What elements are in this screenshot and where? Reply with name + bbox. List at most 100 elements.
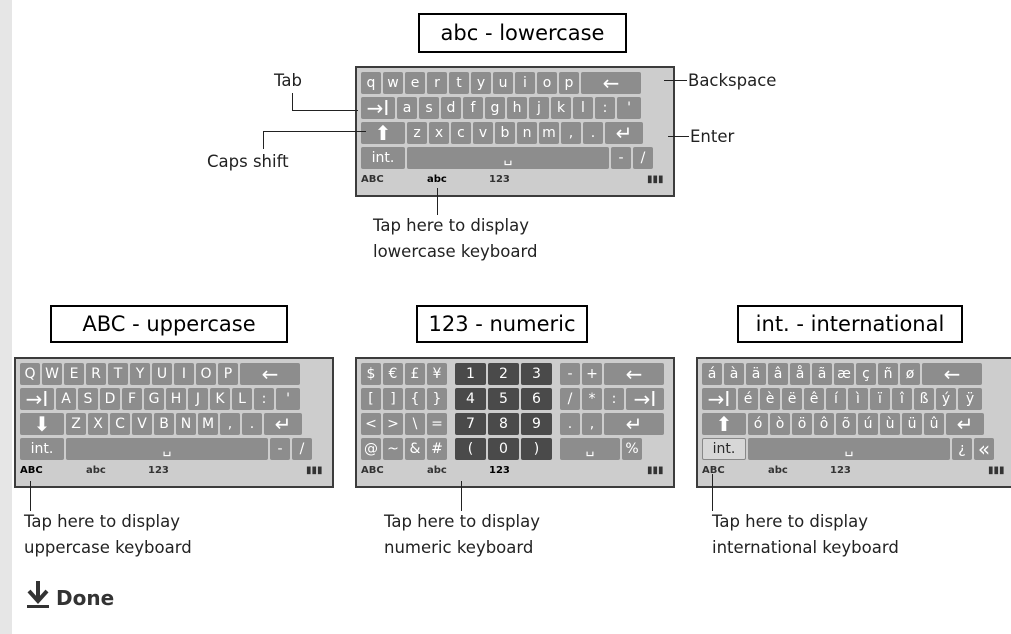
numeric-key-r3-8[interactable]: .: [560, 413, 580, 435]
lowercase-keyboard-grip-icon[interactable]: ▮▮▮: [647, 174, 664, 185]
lowercase-key-r2-5[interactable]: f: [463, 97, 483, 119]
numeric-backspace-key[interactable]: ←: [604, 363, 664, 385]
international-key-r1-2[interactable]: à: [724, 363, 744, 385]
numeric-key-r2-10[interactable]: :: [604, 388, 624, 410]
lowercase-key-r1-4[interactable]: r: [427, 72, 447, 94]
international-backspace-key[interactable]: ←: [922, 363, 982, 385]
uppercase-int-key[interactable]: int.: [20, 438, 64, 460]
lowercase-key-r1-6[interactable]: y: [471, 72, 491, 94]
numeric-key-r4-1[interactable]: @: [361, 438, 381, 460]
international-int-key[interactable]: int.: [702, 438, 746, 460]
numeric-key-r3-4[interactable]: =: [427, 413, 447, 435]
uppercase-key-r3-6[interactable]: B: [154, 413, 174, 435]
lowercase-key-r2-12[interactable]: ': [617, 97, 641, 119]
uppercase-key-r2-11[interactable]: :: [254, 388, 274, 410]
international-key-r3-9[interactable]: ü: [902, 413, 922, 435]
international-key-r4-3[interactable]: ¿: [952, 438, 972, 460]
uppercase-key-r1-9[interactable]: O: [196, 363, 216, 385]
uppercase-key-r1-10[interactable]: P: [218, 363, 238, 385]
lowercase-key-r1-7[interactable]: u: [493, 72, 513, 94]
numeric-key-r4-2[interactable]: ~: [383, 438, 403, 460]
uppercase-key-r2-5[interactable]: F: [122, 388, 142, 410]
numeric-key-r3-7[interactable]: 9: [521, 413, 552, 435]
numeric-key-r1-7[interactable]: 3: [521, 363, 552, 385]
lowercase-tab-key[interactable]: →I: [361, 97, 395, 119]
lowercase-key-r2-9[interactable]: k: [551, 97, 571, 119]
lowercase-key-r1-2[interactable]: w: [383, 72, 403, 94]
international-key-r2-11[interactable]: ý: [936, 388, 956, 410]
uppercase-key-r3-9[interactable]: ,: [220, 413, 240, 435]
uppercase-key-r2-8[interactable]: J: [188, 388, 208, 410]
lowercase-key-r4-3[interactable]: -: [611, 147, 631, 169]
international-key-r1-3[interactable]: ä: [746, 363, 766, 385]
numeric-key-r2-5[interactable]: 4: [455, 388, 486, 410]
lowercase-key-r2-2[interactable]: a: [397, 97, 417, 119]
international-key-r1-9[interactable]: ñ: [878, 363, 898, 385]
numeric-key-r1-1[interactable]: $: [361, 363, 381, 385]
numeric-key-r2-6[interactable]: 5: [488, 388, 519, 410]
numeric-mode-tab-abc[interactable]: ABC: [361, 465, 384, 476]
international-key-r1-10[interactable]: ø: [900, 363, 920, 385]
international-key-r3-6[interactable]: õ: [836, 413, 856, 435]
lowercase-key-r2-8[interactable]: j: [529, 97, 549, 119]
uppercase-key-r1-8[interactable]: I: [174, 363, 194, 385]
uppercase-key-r3-5[interactable]: V: [132, 413, 152, 435]
numeric-key-r3-2[interactable]: >: [383, 413, 403, 435]
uppercase-key-r1-4[interactable]: R: [86, 363, 106, 385]
numeric-key-r1-8[interactable]: -: [560, 363, 580, 385]
uppercase-key-r2-3[interactable]: S: [78, 388, 98, 410]
international-key-r3-8[interactable]: ù: [880, 413, 900, 435]
numeric-key-r1-4[interactable]: ¥: [427, 363, 447, 385]
uppercase-key-r2-9[interactable]: K: [210, 388, 230, 410]
numeric-key-r3-5[interactable]: 7: [455, 413, 486, 435]
lowercase-key-r3-10[interactable]: .: [583, 122, 603, 144]
international-key-r1-5[interactable]: å: [790, 363, 810, 385]
international-key-r3-3[interactable]: ò: [770, 413, 790, 435]
numeric-key-r3-1[interactable]: <: [361, 413, 381, 435]
lowercase-key-r4-4[interactable]: /: [633, 147, 653, 169]
lowercase-key-r3-2[interactable]: z: [407, 122, 427, 144]
numeric-key-r1-3[interactable]: £: [405, 363, 425, 385]
lowercase-key-r1-8[interactable]: i: [515, 72, 535, 94]
numeric-key-r4-6[interactable]: 0: [488, 438, 519, 460]
numeric-mode-tab-123[interactable]: 123: [489, 465, 510, 476]
international-key-r1-1[interactable]: á: [702, 363, 722, 385]
numeric-key-r1-5[interactable]: 1: [455, 363, 486, 385]
international-key-r3-4[interactable]: ö: [792, 413, 812, 435]
international-key-r2-7[interactable]: ì: [848, 388, 868, 410]
uppercase-key-r2-12[interactable]: ': [276, 388, 300, 410]
international-key-r1-4[interactable]: â: [768, 363, 788, 385]
uppercase-keyboard-grip-icon[interactable]: ▮▮▮: [306, 465, 323, 476]
uppercase-mode-tab-123[interactable]: 123: [148, 465, 169, 476]
uppercase-key-r2-10[interactable]: L: [232, 388, 252, 410]
lowercase-key-r3-4[interactable]: c: [451, 122, 471, 144]
lowercase-key-r2-4[interactable]: d: [441, 97, 461, 119]
numeric-key-r4-4[interactable]: #: [427, 438, 447, 460]
numeric-mode-tab-abc[interactable]: abc: [427, 465, 447, 476]
numeric-key-r2-2[interactable]: ]: [383, 388, 403, 410]
international-mode-tab-abc[interactable]: abc: [768, 465, 788, 476]
lowercase-key-r2-7[interactable]: h: [507, 97, 527, 119]
international-key-r3-2[interactable]: ó: [748, 413, 768, 435]
uppercase-mode-tab-abc[interactable]: ABC: [20, 465, 43, 476]
international-mode-tab-abc[interactable]: ABC: [702, 465, 725, 476]
numeric-key-r4-3[interactable]: &: [405, 438, 425, 460]
uppercase-key-r3-7[interactable]: N: [176, 413, 196, 435]
uppercase-enter-key[interactable]: ↵: [264, 413, 302, 435]
lowercase-space-key[interactable]: ␣: [407, 147, 609, 169]
international-key-r3-5[interactable]: ô: [814, 413, 834, 435]
international-mode-tab-123[interactable]: 123: [830, 465, 851, 476]
lowercase-key-r3-7[interactable]: n: [517, 122, 537, 144]
uppercase-mode-tab-abc[interactable]: abc: [86, 465, 106, 476]
uppercase-shift-key[interactable]: ⬇: [20, 413, 64, 435]
international-key-r2-4[interactable]: ë: [782, 388, 802, 410]
international-key-r4-4[interactable]: «: [974, 438, 994, 460]
international-key-r3-10[interactable]: û: [924, 413, 944, 435]
lowercase-shift-key[interactable]: ⬆: [361, 122, 405, 144]
numeric-key-r4-7[interactable]: ): [521, 438, 552, 460]
lowercase-mode-tab-123[interactable]: 123: [489, 174, 510, 185]
international-key-r2-9[interactable]: î: [892, 388, 912, 410]
lowercase-key-r1-3[interactable]: e: [405, 72, 425, 94]
uppercase-key-r1-1[interactable]: Q: [20, 363, 40, 385]
numeric-key-r2-4[interactable]: }: [427, 388, 447, 410]
